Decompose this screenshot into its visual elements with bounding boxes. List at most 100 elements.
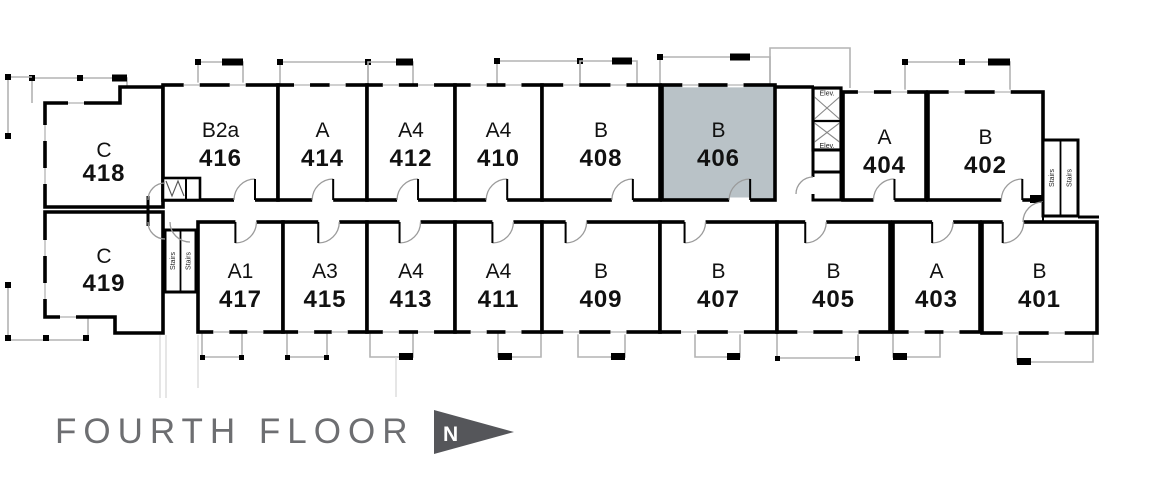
- unit-417-type-label: A1: [228, 260, 254, 283]
- patio-post: [775, 356, 780, 361]
- unit-409[interactable]: B 409: [540, 219, 662, 335]
- patio-post: [83, 335, 89, 341]
- patio-post: [5, 282, 11, 288]
- unit-409-type-label: B: [594, 260, 608, 283]
- balcony-rail: [904, 61, 1011, 92]
- unit-411-shape[interactable]: [453, 220, 544, 334]
- stairs-label: Stairs: [185, 252, 192, 270]
- unit-409-shape[interactable]: [540, 220, 662, 334]
- patio-door-block: [1017, 358, 1031, 365]
- elevator-x: [814, 96, 840, 120]
- unit-414-number-label: 414: [301, 145, 344, 172]
- unit-416-type-label: B2a: [202, 119, 240, 142]
- door-arc: [311, 178, 334, 201]
- unit-401-shape[interactable]: [980, 220, 1099, 335]
- balcony-rail: [496, 60, 581, 85]
- balcony-rail: [31, 77, 128, 103]
- unit-405-number-label: 405: [812, 286, 855, 313]
- patio-rail: [201, 333, 243, 358]
- unit-414[interactable]: A 414: [276, 82, 369, 203]
- unit-410-type-label: A4: [486, 119, 512, 142]
- unit-415-shape[interactable]: [281, 220, 369, 334]
- balcony-post: [29, 75, 35, 81]
- door-arc: [1000, 178, 1023, 201]
- door-arc: [932, 221, 954, 244]
- unit-401-type-label: B: [1032, 260, 1046, 283]
- unit-415-type-label: A3: [312, 260, 338, 283]
- patio-rail: [286, 333, 328, 358]
- patio-door-block: [498, 353, 512, 360]
- north-arrow-label: N: [443, 423, 458, 446]
- unit-418-type-label: C: [96, 139, 111, 162]
- unit-402-number-label: 402: [964, 152, 1007, 179]
- elevator-x: [814, 122, 840, 143]
- patio-rail: [497, 333, 542, 358]
- unit-419-shape[interactable]: [43, 210, 165, 335]
- unit-404-type-label: A: [877, 126, 891, 149]
- balcony-door-block: [112, 74, 127, 82]
- balcony-rail: [279, 61, 369, 85]
- balcony-post: [5, 133, 11, 139]
- unit-406-shape[interactable]: [660, 83, 777, 202]
- door-arc: [147, 221, 166, 240]
- patio-post: [239, 355, 244, 360]
- door-arc: [169, 221, 191, 243]
- unit-408-shape[interactable]: [540, 83, 662, 202]
- unit-417-shape[interactable]: [196, 220, 285, 334]
- balcony-post: [195, 59, 201, 65]
- unit-410-number-label: 410: [477, 145, 520, 172]
- patio-post: [200, 355, 205, 360]
- unit-412-type-label: A4: [398, 119, 424, 142]
- patio-post: [324, 355, 329, 360]
- door-arc: [396, 178, 419, 201]
- door-arc: [233, 178, 256, 201]
- unit-411-type-label: A4: [486, 260, 512, 283]
- unit-413-type-label: A4: [398, 260, 424, 283]
- balcony-rail: [197, 61, 244, 87]
- unit-402-shape[interactable]: [926, 90, 1045, 202]
- unit-405-shape[interactable]: [775, 220, 892, 334]
- unit-410-shape[interactable]: [453, 83, 544, 202]
- elevator-label: Elev.: [819, 91, 834, 98]
- unit-406-type-label: B: [711, 119, 725, 142]
- patio-rail: [694, 333, 741, 358]
- unit-414-type-label: A: [315, 119, 329, 142]
- elevator-vestibule: [811, 170, 843, 202]
- unit-419-number-label: 419: [82, 270, 125, 297]
- door-arc: [318, 221, 340, 244]
- unit-403-shape[interactable]: [891, 220, 982, 334]
- balcony-door-block: [730, 53, 750, 61]
- unit-412-shape[interactable]: [365, 83, 457, 202]
- title-bar: FOURTH FLOOR N: [55, 408, 516, 456]
- stairs-label: Stairs: [1049, 169, 1056, 187]
- patio-door-block: [893, 353, 907, 360]
- unit-408-number-label: 408: [579, 145, 622, 172]
- balcony-post: [959, 59, 965, 65]
- balcony-post: [902, 59, 908, 65]
- unit-403-type-label: A: [929, 260, 943, 283]
- unit-418-number-label: 418: [82, 160, 125, 187]
- unit-414-shape[interactable]: [276, 83, 369, 202]
- unit-419-type-label: C: [96, 245, 111, 268]
- unit-409-number-label: 409: [579, 286, 622, 313]
- door-arc: [728, 178, 751, 201]
- door-arc: [684, 221, 707, 244]
